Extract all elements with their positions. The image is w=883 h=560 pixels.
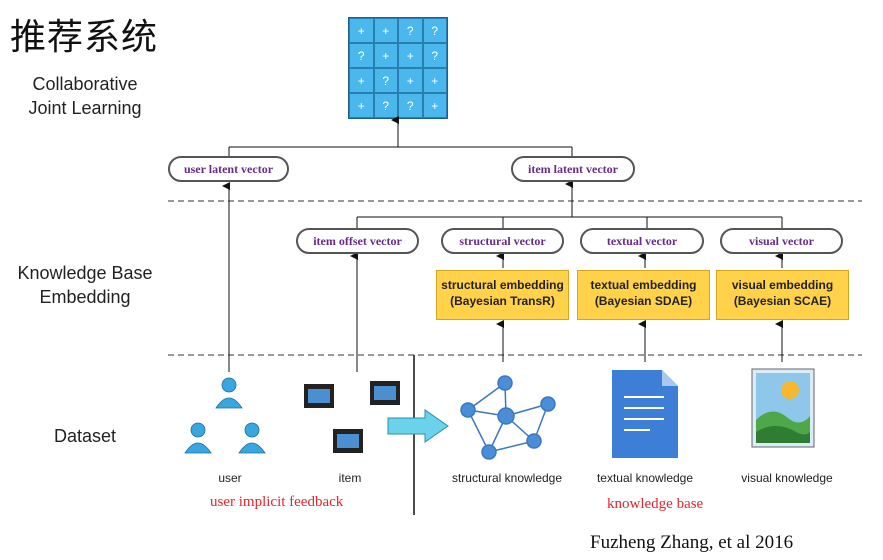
user-implicit-feedback-label: user implicit feedback: [210, 494, 344, 510]
textual-vector: textual vector: [580, 228, 704, 254]
matrix-cell: +: [373, 18, 398, 43]
matrix-cell: ?: [398, 18, 423, 43]
item-caption: item: [338, 471, 362, 485]
picture-icon: [751, 368, 815, 448]
matrix-cell: +: [398, 68, 423, 93]
structural-embedding-method: (Bayesian TransR): [450, 294, 555, 308]
user-caption: user: [218, 471, 242, 485]
textual-knowledge-caption: textual knowledge: [596, 471, 694, 485]
collab-line-2: Joint Learning: [28, 98, 142, 118]
collaborative-learning-label: Collaborative Joint Learning: [20, 72, 150, 120]
visual-embedding: visual embedding (Bayesian SCAE): [716, 270, 849, 320]
textual-embedding-title: textual embedding: [590, 278, 697, 292]
structural-embedding-title: structural embedding: [441, 278, 564, 292]
kbe-line-2: Embedding: [39, 287, 131, 307]
matrix-cell: +: [422, 68, 447, 93]
dataset-label: Dataset: [53, 426, 117, 446]
matrix-cell: +: [422, 93, 447, 118]
item-offset-vector: item offset vector: [296, 228, 419, 254]
matrix-cell: ?: [349, 43, 374, 68]
matrix-cell: ?: [422, 43, 447, 68]
matrix-cell: ?: [373, 68, 398, 93]
textual-embedding: textual embedding (Bayesian SDAE): [577, 270, 710, 320]
citation-credit: Fuzheng Zhang, et al 2016: [590, 532, 794, 553]
user-icon: [184, 377, 266, 454]
page-title: 推荐系统: [10, 17, 159, 58]
knowledge-graph-icon: [460, 375, 556, 460]
movie-icon: [304, 381, 400, 453]
matrix-cell: ?: [422, 18, 447, 43]
kb-embedding-label: Knowledge Base Embedding: [5, 261, 165, 309]
kbe-line-1: Knowledge Base: [17, 263, 153, 283]
visual-vector: visual vector: [720, 228, 843, 254]
item-latent-vector: item latent vector: [511, 156, 635, 182]
matrix-cell: ?: [373, 93, 398, 118]
structural-knowledge-caption: structural knowledge: [451, 471, 563, 485]
visual-embedding-title: visual embedding: [731, 278, 834, 292]
matrix-cell: +: [373, 43, 398, 68]
matrix-cell: ?: [398, 93, 423, 118]
textual-embedding-method: (Bayesian SDAE): [594, 294, 693, 308]
collab-line-1: Collaborative: [32, 74, 138, 94]
document-icon: [612, 370, 678, 458]
knowledge-base-label: knowledge base: [607, 496, 704, 512]
visual-knowledge-caption: visual knowledge: [741, 471, 833, 485]
structural-embedding: structural embedding (Bayesian TransR): [436, 270, 569, 320]
matrix-cell: +: [349, 18, 374, 43]
flow-arrow-icon: [387, 409, 449, 443]
structural-vector: structural vector: [441, 228, 564, 254]
matrix-cell: +: [398, 43, 423, 68]
matrix-cell: +: [349, 93, 374, 118]
user-latent-vector: user latent vector: [168, 156, 289, 182]
matrix-cell: +: [349, 68, 374, 93]
rating-matrix: + + ? ? ? + + ? + ? + + + ? ? +: [348, 17, 448, 119]
visual-embedding-method: (Bayesian SCAE): [733, 294, 832, 308]
